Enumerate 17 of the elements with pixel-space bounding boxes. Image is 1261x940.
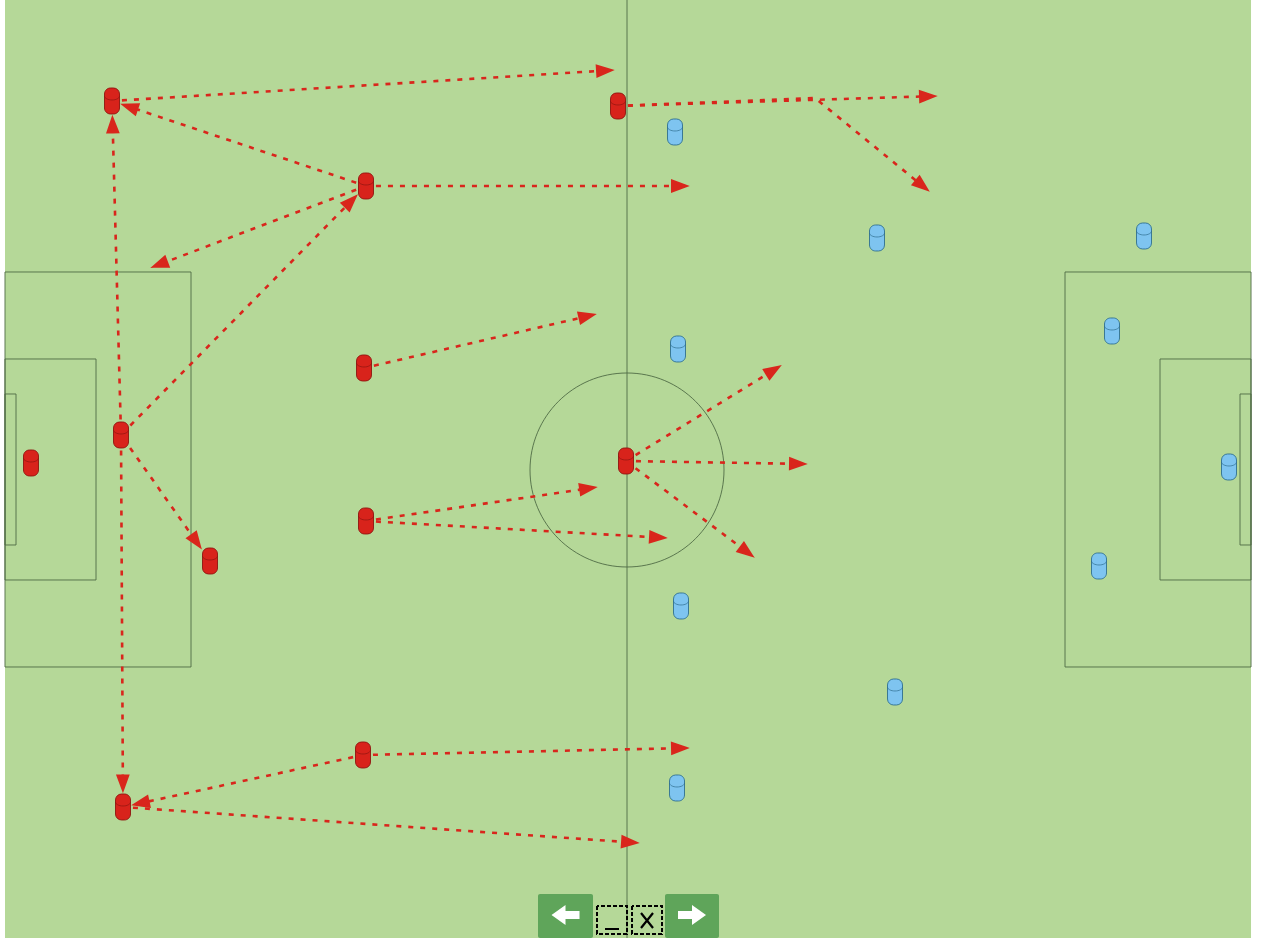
player-marker — [667, 118, 683, 146]
player-marker — [104, 87, 120, 115]
player-marker — [356, 354, 372, 382]
player-marker — [358, 172, 374, 200]
player-marker — [1221, 453, 1237, 481]
player-marker — [202, 547, 218, 575]
player-marker — [1136, 222, 1152, 250]
player-marker — [358, 507, 374, 535]
player-marker — [887, 678, 903, 706]
player-marker — [610, 92, 626, 120]
player-marker — [355, 741, 371, 769]
player-marker — [869, 224, 885, 252]
player-marker — [669, 774, 685, 802]
player-marker — [115, 793, 131, 821]
player-marker — [113, 421, 129, 449]
player-marker — [670, 335, 686, 363]
player-marker — [673, 592, 689, 620]
